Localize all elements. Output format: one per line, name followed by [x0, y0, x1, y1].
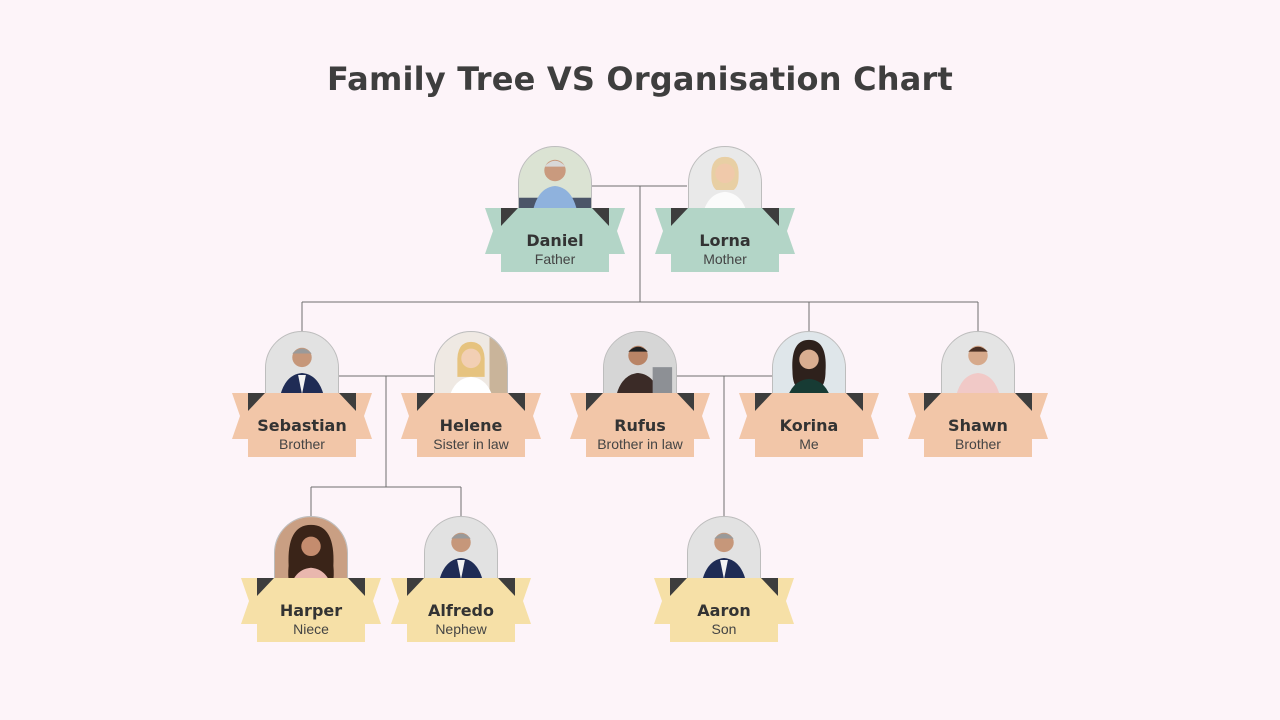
name-ribbon — [655, 208, 795, 272]
member-card-aaron[interactable]: Aaron Son — [654, 516, 794, 646]
member-role: Son — [711, 621, 737, 637]
member-role: Nephew — [435, 621, 487, 637]
name-ribbon — [232, 393, 372, 457]
member-name: Rufus — [614, 416, 666, 435]
name-ribbon — [401, 393, 541, 457]
member-role: Mother — [703, 251, 747, 267]
member-name: Helene — [439, 416, 503, 435]
member-card-sebastian[interactable]: Sebastian Brother — [232, 331, 372, 461]
member-name: Daniel — [526, 231, 584, 250]
member-name: Korina — [779, 416, 839, 435]
member-card-harper[interactable]: Harper Niece — [241, 516, 381, 646]
member-name: Shawn — [948, 416, 1008, 435]
name-ribbon — [241, 578, 381, 642]
member-card-alfredo[interactable]: Alfredo Nephew — [391, 516, 531, 646]
member-role: Brother — [955, 436, 1001, 452]
member-role: Niece — [293, 621, 329, 637]
name-ribbon — [485, 208, 625, 272]
member-name: Aaron — [697, 601, 751, 620]
member-card-rufus[interactable]: Rufus Brother in law — [570, 331, 710, 461]
page-title: Family Tree VS Organisation Chart — [326, 60, 954, 98]
member-role: Sister in law — [433, 436, 509, 452]
member-card-lorna[interactable]: Lorna Mother — [655, 146, 795, 276]
member-card-helene[interactable]: Helene Sister in law — [401, 331, 541, 461]
name-ribbon — [908, 393, 1048, 457]
name-ribbon — [570, 393, 710, 457]
member-name: Sebastian — [257, 416, 347, 435]
member-role: Father — [534, 251, 576, 267]
member-name: Lorna — [699, 231, 751, 250]
member-role: Brother in law — [597, 436, 683, 452]
member-card-daniel[interactable]: Daniel Father — [485, 146, 625, 276]
member-card-korina[interactable]: Korina Me — [739, 331, 879, 461]
name-ribbon — [391, 578, 531, 642]
member-name: Harper — [279, 601, 343, 620]
name-ribbon — [654, 578, 794, 642]
member-name: Alfredo — [427, 601, 494, 620]
name-ribbon — [739, 393, 879, 457]
member-role: Brother — [279, 436, 325, 452]
member-card-shawn[interactable]: Shawn Brother — [908, 331, 1048, 461]
member-role: Me — [799, 436, 819, 452]
